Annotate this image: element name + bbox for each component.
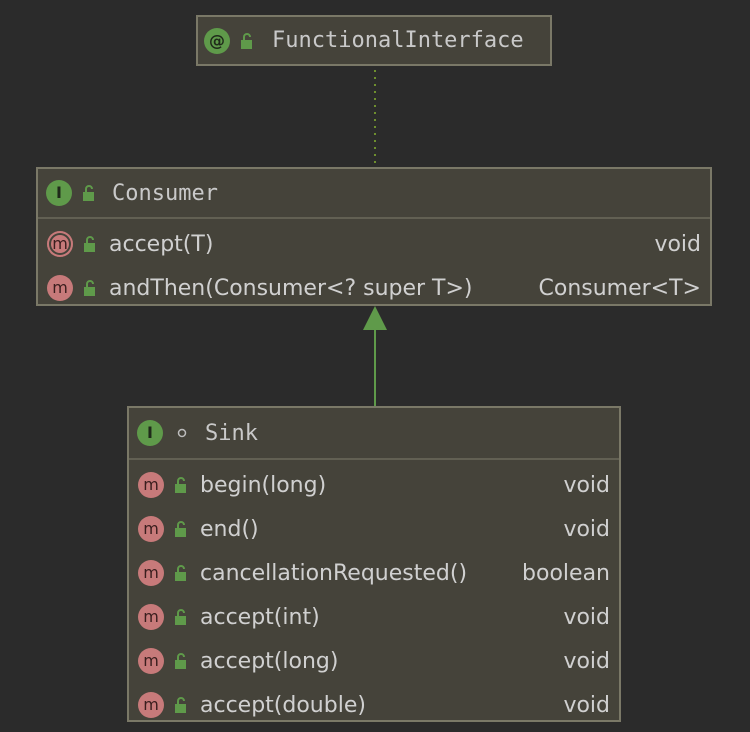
sink-header: I Sink xyxy=(129,408,619,458)
method-icon: m xyxy=(138,560,164,586)
member-row[interactable]: m end() void xyxy=(129,507,619,551)
consumer-node[interactable]: I Consumer m accept(T) void m xyxy=(36,167,712,306)
open-lock-icon xyxy=(175,565,186,581)
method-return-type: void xyxy=(563,516,610,542)
member-row[interactable]: m accept(long) void xyxy=(129,639,619,683)
open-lock-icon xyxy=(241,32,252,49)
method-return-type: void xyxy=(563,692,610,718)
method-name: end() xyxy=(200,516,259,542)
method-return-type: Consumer<T> xyxy=(538,275,702,301)
method-return-type: void xyxy=(654,231,701,257)
member-row[interactable]: m accept(double) void xyxy=(129,683,619,727)
interface-icon: I xyxy=(46,180,72,206)
method-name: accept(long) xyxy=(200,648,339,674)
method-name: accept(T) xyxy=(109,231,214,257)
member-row[interactable]: m accept(int) void xyxy=(129,595,619,639)
consumer-header: I Consumer xyxy=(38,169,710,217)
open-lock-icon xyxy=(84,236,95,252)
consumer-members: m accept(T) void m andThen(Consumer<? su… xyxy=(38,219,710,310)
open-lock-icon xyxy=(175,653,186,669)
functional-interface-title: FunctionalInterface xyxy=(272,28,524,53)
method-return-type: void xyxy=(563,472,610,498)
open-lock-icon xyxy=(175,521,186,537)
member-row[interactable]: m begin(long) void xyxy=(129,463,619,507)
abstract-method-icon: m xyxy=(47,231,73,257)
circle-dot-icon xyxy=(173,424,191,442)
functional-interface-node[interactable]: @ FunctionalInterface xyxy=(196,15,552,66)
method-icon: m xyxy=(138,648,164,674)
sink-members: m begin(long) void m end() void m xyxy=(129,460,619,727)
consumer-title: Consumer xyxy=(112,180,218,206)
method-return-type: void xyxy=(563,604,610,630)
method-name: accept(double) xyxy=(200,692,366,718)
inheritance-arrow-head xyxy=(363,306,387,330)
member-row[interactable]: m cancellationRequested() boolean xyxy=(129,551,619,595)
method-return-type: void xyxy=(563,648,610,674)
method-return-type: boolean xyxy=(522,560,610,586)
method-icon: m xyxy=(138,516,164,542)
consumer-divider xyxy=(38,217,710,219)
sink-node[interactable]: I Sink m begin(long) void m xyxy=(127,406,621,722)
open-lock-icon xyxy=(175,477,186,493)
method-name: andThen(Consumer<? super T>) xyxy=(109,275,473,301)
method-name: cancellationRequested() xyxy=(200,560,468,586)
sink-divider xyxy=(129,458,619,460)
method-icon: m xyxy=(138,604,164,630)
member-row[interactable]: m andThen(Consumer<? super T>) Consumer<… xyxy=(38,266,710,310)
member-row[interactable]: m accept(T) void xyxy=(38,222,710,266)
method-icon: m xyxy=(138,472,164,498)
annotation-type-icon: @ xyxy=(204,27,230,54)
open-lock-icon xyxy=(83,185,94,201)
open-lock-icon xyxy=(84,280,95,296)
interface-icon: I xyxy=(137,420,163,446)
method-name: begin(long) xyxy=(200,472,327,498)
open-lock-icon xyxy=(175,609,186,625)
method-icon: m xyxy=(138,692,164,718)
method-icon: m xyxy=(47,275,73,301)
method-name: accept(int) xyxy=(200,604,320,630)
open-lock-icon xyxy=(175,697,186,713)
functional-interface-header: @ FunctionalInterface xyxy=(198,17,550,64)
sink-title: Sink xyxy=(205,420,258,446)
